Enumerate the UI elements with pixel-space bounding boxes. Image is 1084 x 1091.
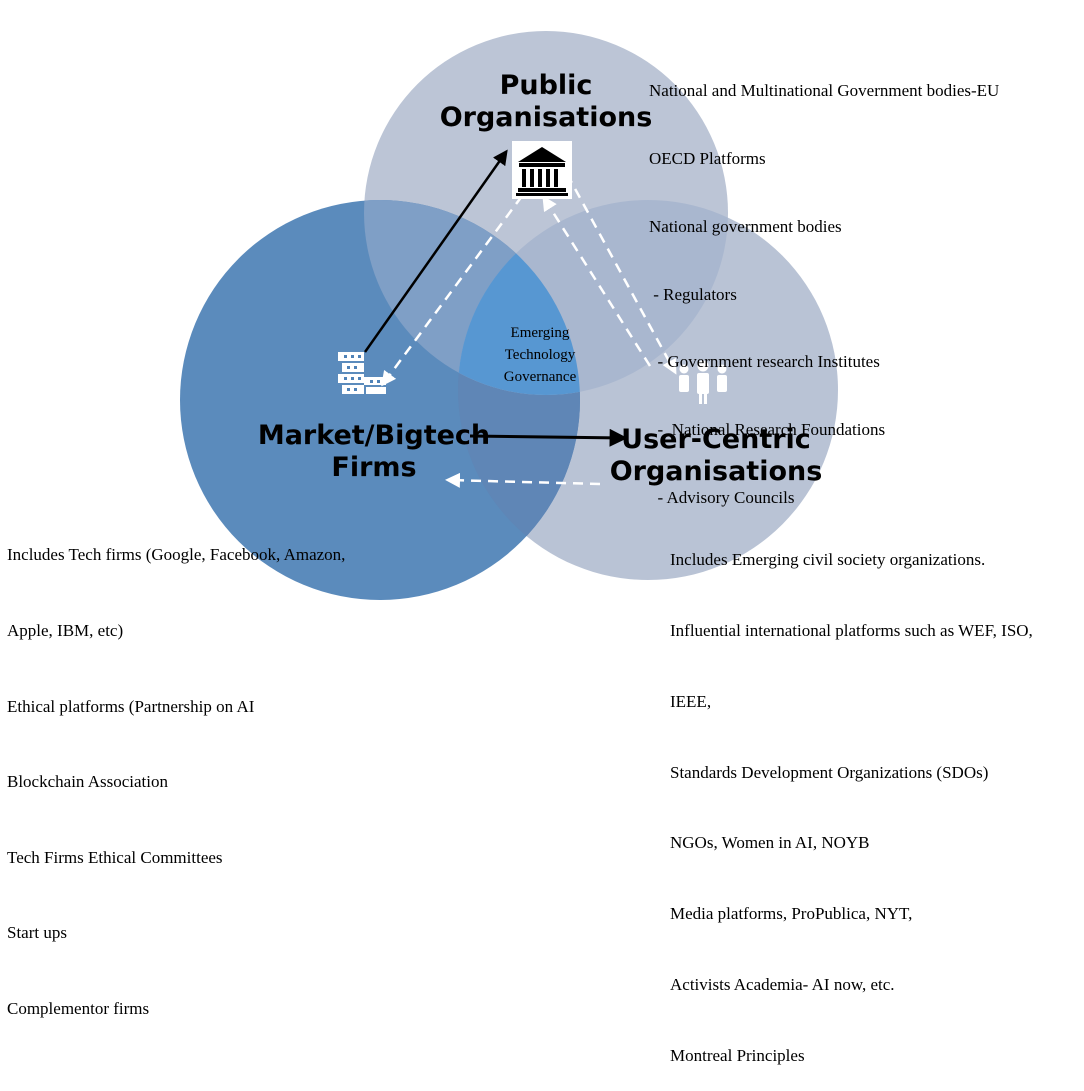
list-item: - National Research Foundations — [649, 420, 886, 440]
list-item: Apple, IBM, etc) — [7, 621, 124, 641]
center-line2: Technology — [504, 347, 576, 363]
public-title-line2: Organisations — [439, 102, 653, 133]
market-bigtech-list: Includes Tech firms (Google, Facebook, A… — [7, 492, 345, 1046]
list-item: - Government research Institutes — [649, 352, 880, 372]
arrow-public-to-market-dashed — [381, 195, 524, 387]
list-item: National government bodies — [649, 216, 842, 236]
tech-firm-building-icon — [338, 352, 386, 394]
public-organisations-title: Public Organisations — [430, 70, 662, 134]
list-item: Standards Development Organizations (SDO… — [670, 762, 989, 782]
list-item: NGOs, Women in AI, NOYB — [670, 833, 870, 853]
government-building-icon — [512, 141, 572, 199]
list-item: IEEE, — [670, 691, 712, 711]
list-item: Complementor firms — [7, 999, 150, 1019]
center-line1: Emerging — [510, 325, 570, 341]
people-group-icon — [679, 360, 727, 404]
list-item: National and Multinational Government bo… — [649, 81, 1000, 101]
list-item: Montreal Principles — [670, 1045, 805, 1065]
list-item: Ethical platforms (Partnership on AI — [7, 696, 255, 716]
market-title-line1: Market/Bigtech — [257, 420, 491, 451]
user-centric-title: User-Centric Organisations — [604, 424, 828, 488]
user-title-line2: Organisations — [609, 456, 823, 487]
public-organisations-list: National and Multinational Government bo… — [649, 35, 999, 532]
list-item: Media platforms, ProPublica, NYT, — [670, 904, 913, 924]
list-item: Tech Firms Ethical Committees — [7, 847, 223, 867]
center-governance-label: Emerging Technology Governance — [480, 322, 600, 388]
list-item: Activists Academia- AI now, etc. — [670, 974, 895, 994]
user-centric-list: Includes Emerging civil society organiza… — [670, 501, 1033, 1091]
arrow-market-to-user — [469, 428, 628, 447]
market-public-overlap — [364, 200, 580, 395]
list-item: Includes Tech firms (Google, Facebook, A… — [7, 545, 346, 565]
list-item: Influential international platforms such… — [670, 620, 1033, 640]
list-item: Blockchain Association — [7, 772, 169, 792]
arrow-user-to-market-dashed — [445, 472, 601, 488]
user-title-line1: User-Centric — [621, 424, 811, 455]
market-title-line2: Firms — [331, 452, 417, 483]
list-item: - Regulators — [649, 284, 737, 304]
center-line3: Governance — [503, 369, 577, 385]
list-item: - Advisory Councils — [649, 487, 795, 507]
governance-venn-diagram — [180, 31, 838, 600]
list-item: Start ups — [7, 923, 67, 943]
market-bigtech-title: Market/Bigtech Firms — [244, 420, 504, 484]
list-item: OECD Platforms — [649, 148, 766, 168]
list-item: Includes Emerging civil society organiza… — [670, 550, 986, 570]
arrow-public-to-user-dashed — [565, 173, 677, 375]
public-title-line1: Public — [499, 70, 593, 101]
arrow-market-to-public — [363, 149, 508, 353]
